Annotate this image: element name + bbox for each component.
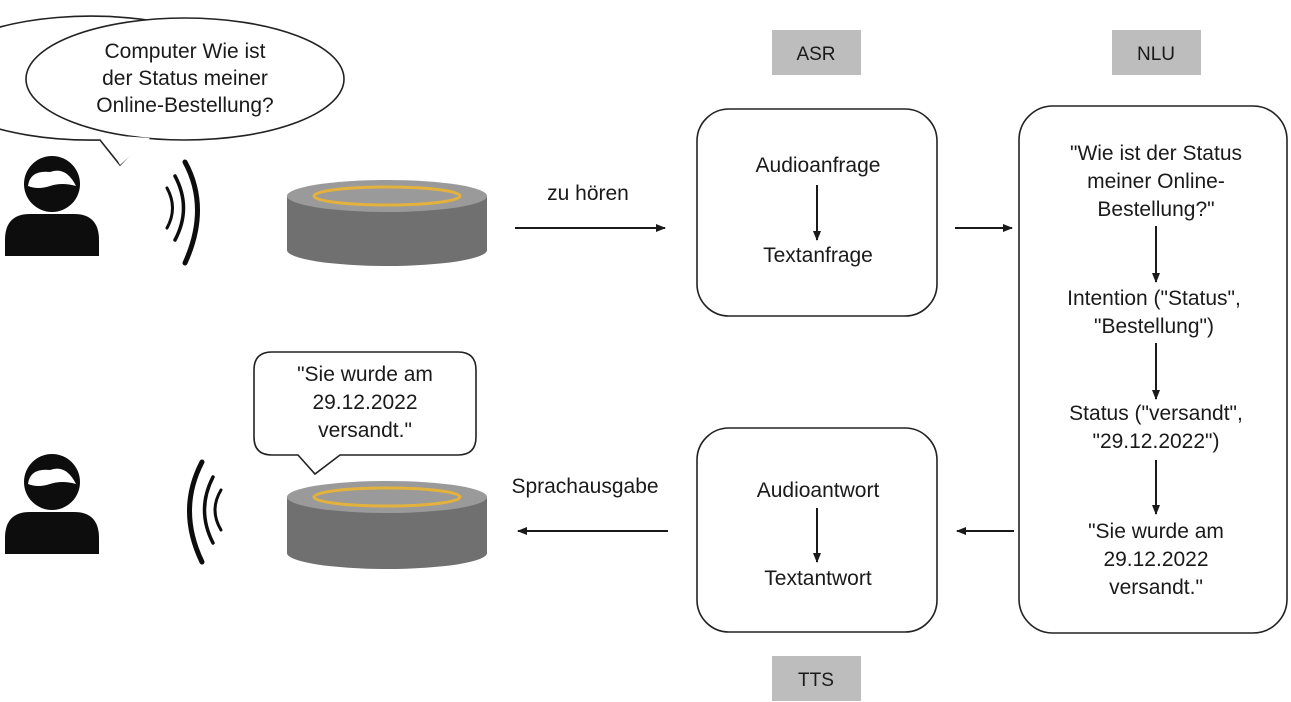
- sound-waves-icon: [165, 159, 200, 266]
- user-speech-bubble: Computer Wie ist der Status meiner Onlin…: [0, 15, 345, 167]
- smart-speaker-icon: [287, 481, 487, 569]
- user-bubble-line-3: Online-Bestellung?: [96, 94, 273, 117]
- asr-tag: ASR: [796, 44, 835, 65]
- smart-speaker-icon: [287, 180, 487, 266]
- speaker-bubble-line-1: "Sie wurde am: [297, 363, 433, 386]
- speech-output-label: Sprachausgabe: [511, 475, 658, 498]
- sound-waves-icon: [187, 459, 223, 565]
- speaker-speech-bubble: "Sie wurde am 29.12.2022 versandt.": [253, 351, 477, 476]
- tts-from: Audioantwort: [757, 479, 880, 502]
- nlu-query-line-1: "Wie ist der Status: [1070, 142, 1242, 165]
- nlu-query-line-2: meiner Online-: [1087, 170, 1225, 193]
- nlu-status-line-2: "29.12.2022"): [1092, 430, 1219, 453]
- person-icon: [5, 454, 99, 554]
- nlu-status-line-1: Status ("versandt",: [1069, 402, 1243, 425]
- nlu-intent-line-2: "Bestellung"): [1094, 315, 1214, 338]
- speaker-bubble-line-2: 29.12.2022: [312, 391, 417, 414]
- tts-to: Textantwort: [764, 567, 872, 590]
- nlu-intent-line-1: Intention ("Status",: [1067, 287, 1241, 310]
- user-bubble-line-2: der Status meiner: [102, 67, 268, 90]
- person-icon: [5, 156, 99, 256]
- listen-label: zu hören: [547, 182, 629, 205]
- asr-to: Textanfrage: [763, 244, 873, 267]
- tts-tag-box: [772, 656, 861, 701]
- nlu-answer-line-3: versandt.": [1109, 576, 1203, 599]
- nlu-box: [1018, 105, 1288, 634]
- nlu-answer-line-2: 29.12.2022: [1103, 548, 1208, 571]
- nlu-query-line-3: Bestellung?": [1097, 198, 1214, 221]
- speaker-bubble-line-3: versandt.": [318, 419, 412, 442]
- nlu-answer-line-1: "Sie wurde am: [1088, 520, 1224, 543]
- asr-from: Audioanfrage: [756, 154, 881, 177]
- tts-tag: TTS: [798, 670, 834, 691]
- asr-tag-box: [772, 30, 861, 75]
- nlu-tag-box: [1112, 30, 1201, 75]
- user-bubble-line-1: Computer Wie ist: [104, 40, 265, 63]
- nlu-tag: NLU: [1137, 44, 1175, 65]
